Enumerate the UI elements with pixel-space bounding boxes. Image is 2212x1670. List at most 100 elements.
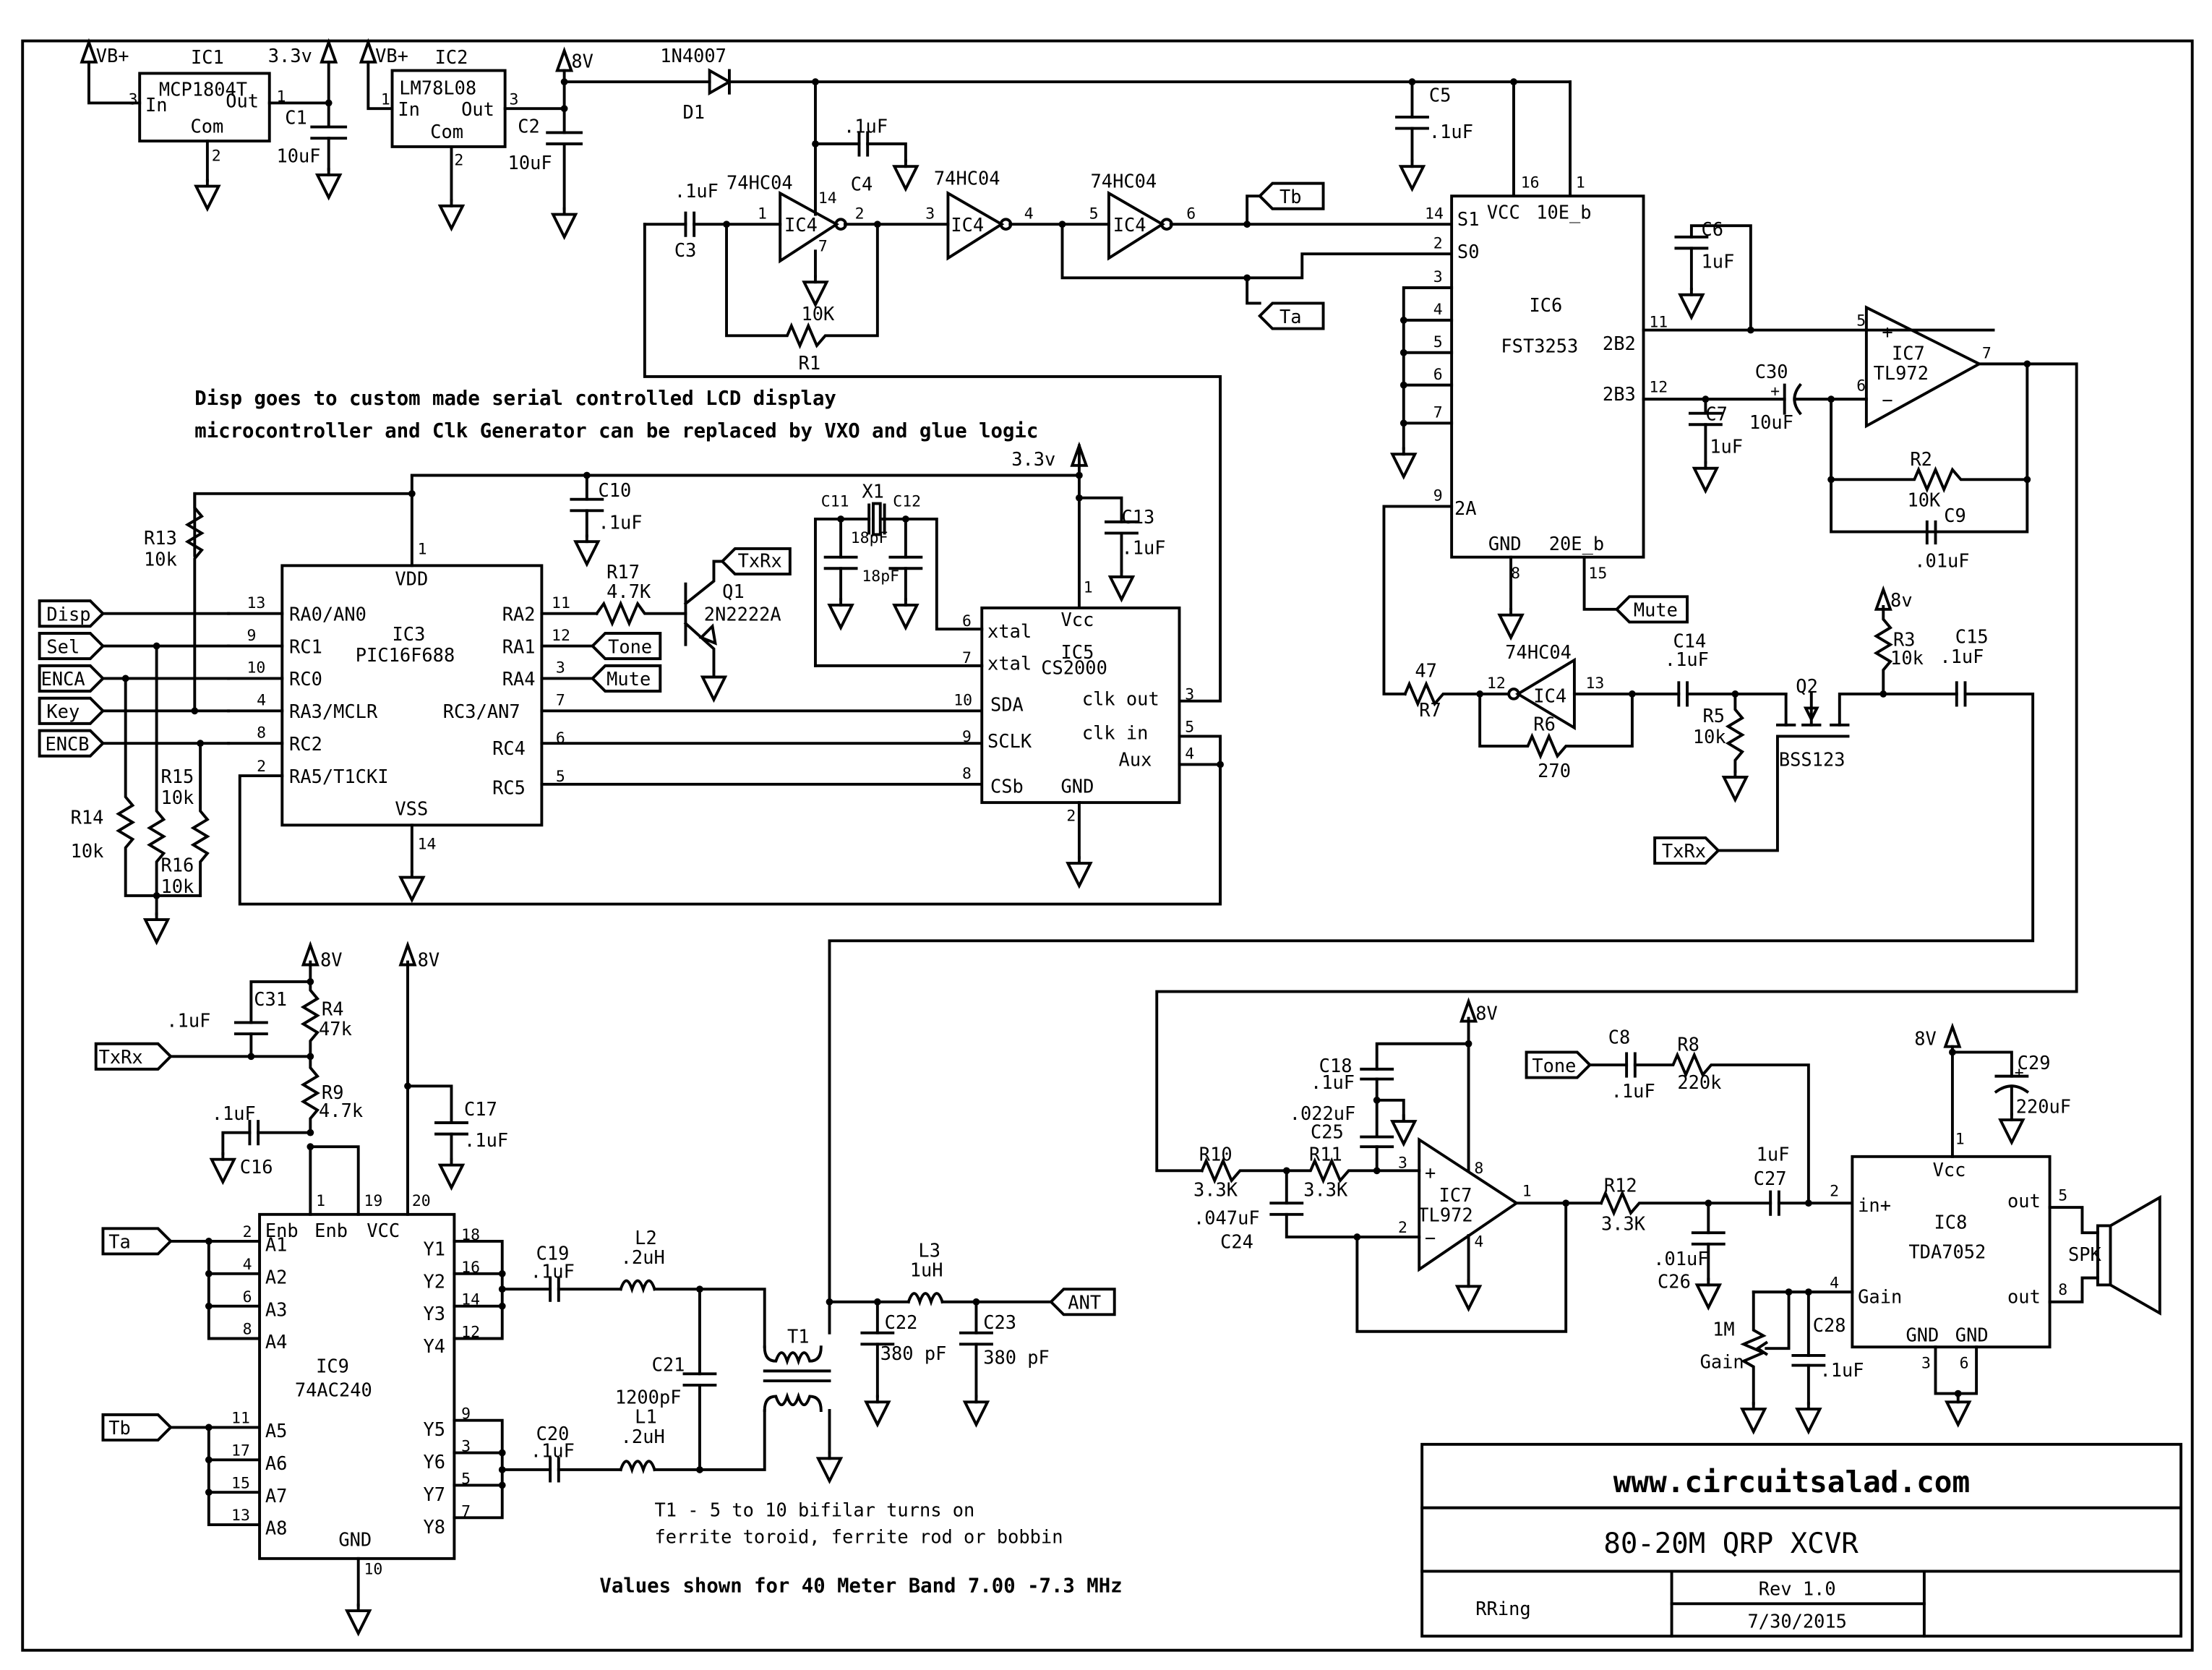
r9-ref: R9 [322,1082,344,1103]
ic4-pin: 7 [818,237,828,255]
v8-label: 8V [418,949,440,970]
l3-value: 1uH [910,1259,943,1281]
ic5-pin-clkin: clk in [1082,721,1149,743]
r7-ref: R7 [1419,699,1441,721]
v8-label: 8V [571,51,593,72]
ic4-ref: IC4 [951,214,984,236]
port-tb-top[interactable]: Tb [1257,181,1325,210]
ic3-pin-name: RC3/AN7 [443,701,520,722]
ic5-pin-vcc: Vcc [1061,609,1094,630]
c20-ref: C20 [536,1423,570,1444]
r9-value: 4.7k [319,1100,363,1121]
d1-ref: D1 [683,101,706,123]
website-link[interactable]: www.circuitsalad.com [1613,1465,1970,1499]
ic3-pin-num: 9 [247,627,257,645]
port-encb[interactable]: ENCB [38,729,106,758]
ic3-pin-num: 7 [556,692,565,710]
ic1-pin-in: In [145,94,168,116]
ic6-num: 8 [1511,565,1520,583]
t1-ref: T1 [787,1325,810,1347]
port-txrx-q2[interactable]: TxRx [1653,836,1720,865]
ground-icon [1999,1113,2025,1144]
c31-ref: C31 [254,988,287,1010]
port-tone-filter[interactable]: Tone [1525,1050,1592,1079]
r2-ref: R2 [1910,448,1932,470]
r16-value: 10k [160,875,194,897]
vbplus-icon [359,40,377,64]
ic3-num-vdd: 1 [418,541,427,559]
note-t1-core: ferrite toroid, ferrite rod or bobbin [655,1525,1063,1547]
port-mute-ic3[interactable]: Mute [590,664,662,693]
v33-label: 3.3v [1011,448,1055,470]
ic6-num: 5 [1433,333,1443,351]
ic3-left-pins: RA0/AN0 RC1 RC0 RA3/MCLR RC2 RA5/T1CKI 1… [227,594,1222,906]
port-enca[interactable]: ENCA [38,664,106,693]
port-key[interactable]: Key [38,696,106,725]
port-tone-ic3[interactable]: Tone [590,632,662,661]
ic9-pin-num: 12 [461,1324,480,1342]
port-ta-ic9[interactable]: Ta [101,1227,173,1256]
x1-ref: X1 [862,481,884,502]
c1-value: 10uF [277,145,321,166]
ic6-pin-b2: 2B2 [1603,333,1636,354]
c25-value: .022uF [1290,1102,1356,1124]
ic6-mux: VCC 10E_b S1 S0 IC6 FST3253 2B2 2B3 2A G… [1382,174,1668,695]
ic6-num: 15 [1588,565,1607,583]
ground-icon [399,870,425,902]
ground-icon [438,1157,465,1189]
c9-value: .01uF [1914,549,1969,571]
ic9-pin-num: 7 [461,1502,471,1520]
ic7a-pin: 7 [1982,345,1992,363]
audio-filter-ic7b: R10 3.3K R11 3.3K .047uF C24 C25 .022uF … [1193,1000,1854,1333]
v8-label: 8V [1914,1028,1937,1050]
ground-icon [1741,1402,1767,1434]
ic8-pin-gnd: GND [1955,1324,1989,1345]
ic9-pin-num: 15 [231,1474,250,1492]
ic3-pin-num: 12 [552,627,570,645]
ground-icon [210,1152,236,1183]
ic2-ref: IC2 [435,46,468,68]
c7-ref: C7 [1705,403,1728,424]
ic6-num: 6 [1433,366,1443,384]
port-label: ENCA [41,668,85,690]
r4-value: 47k [319,1018,352,1040]
ground-icon [552,207,578,239]
speaker-label: SPK [2068,1243,2102,1265]
r7-value: 47 [1415,659,1437,681]
r10-ref: R10 [1199,1144,1233,1165]
ic7b-pin: 1 [1522,1182,1532,1200]
ic6-pin-vcc: VCC [1487,201,1520,223]
port-ant[interactable]: ANT [1049,1288,1116,1316]
ic5-num: 10 [953,692,972,710]
ground-icon [1679,288,1705,319]
port-sel[interactable]: Sel [38,632,106,661]
port-txrx-q1[interactable]: TxRx [720,547,792,576]
ground-icon [893,159,919,191]
ic1-part: MCP1804T [159,79,247,100]
l1-ref: L1 [635,1406,657,1428]
ic5-num: 2 [1066,807,1076,825]
gain-pot-label[interactable]: Gain [1700,1350,1744,1372]
ic4-part: 74HC04 [934,168,1000,189]
port-mute-ic6[interactable]: Mute [1614,595,1689,624]
title-block: www.circuitsalad.com 80-20M QRP XCVR RRi… [1420,1442,2183,1638]
r15-value: 10k [160,787,194,808]
port-ta-top[interactable]: Ta [1257,301,1325,330]
ic9-pin-name: A3 [265,1298,288,1320]
opamp-minus-icon: − [1425,1227,1436,1249]
port-disp[interactable]: Disp [38,599,106,628]
port-label: Tb [1279,186,1302,207]
port-tb-ic9[interactable]: Tb [101,1413,173,1442]
ground-icon [1695,1277,1721,1309]
ground-icon [828,598,854,630]
v8-label: 8v [1890,589,1913,611]
ic1-regulator: IC1 MCP1804T In Out Com 3 1 2 VB+ 3.3v C… [80,40,348,210]
port-txrx-ic9[interactable]: TxRx [94,1042,173,1071]
ic9-pin-num: 8 [243,1321,252,1339]
ic9-pin-name: A4 [265,1331,288,1353]
c29-value: 220uF [2016,1095,2071,1117]
note-t1-turns: T1 - 5 to 10 bifilar turns on [655,1499,975,1520]
ic7b-part: TL972 [1418,1204,1472,1226]
r5-ref: R5 [1702,705,1725,727]
vbplus-label: VB+ [375,45,408,67]
